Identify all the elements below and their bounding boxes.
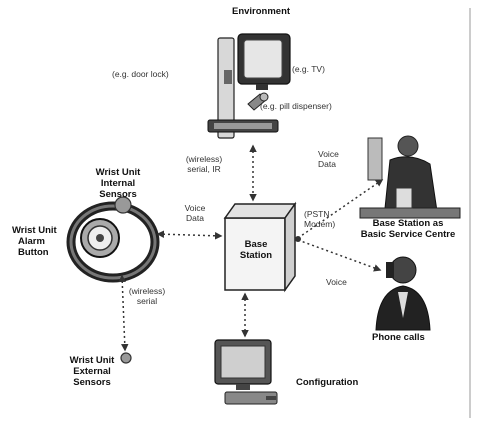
service-centre-person-illustration (359, 135, 461, 219)
label-wrist-internal-line2: Internal (100, 177, 136, 189)
label-wireless-ir-line1: (wireless) (185, 154, 223, 164)
label-pstn-modem: (PSTN Modem) (304, 209, 336, 230)
label-wrist-external-line2: External (73, 365, 111, 377)
label-voice-data-right: Voice Data (318, 149, 339, 170)
label-service-centre-line1: Base Station as (372, 218, 444, 229)
label-pstn-line1: (PSTN (304, 209, 330, 219)
label-wireless-ir-line2: serial, IR (187, 163, 221, 174)
label-service-centre-line2: Basic Service Centre (360, 228, 456, 240)
label-base-station-line2: Station (239, 249, 273, 261)
label-door-lock: (e.g. door lock) (112, 69, 169, 79)
base-station-box (223, 201, 297, 293)
label-voice: Voice (326, 277, 347, 287)
label-base-station-line1: Base (244, 239, 268, 250)
label-voice-data-left-line2: Data (186, 212, 204, 223)
label-wrist-external-sensors: Wrist Unit External Sensors (60, 355, 124, 389)
label-wrist-alarm-line2: Alarm (18, 235, 45, 247)
label-tv: (e.g. TV) (292, 64, 325, 74)
label-wrist-external-line1: Wrist Unit (69, 355, 115, 366)
phone-calls-person-illustration (375, 256, 431, 331)
label-wrist-external-line3: Sensors (73, 376, 111, 388)
modem-junction-dot (295, 236, 301, 242)
label-configuration: Configuration (296, 377, 359, 388)
connector-base-phone (297, 239, 382, 272)
connector-base-service-centre (297, 179, 384, 239)
label-wrist-alarm-button: Wrist Unit Alarm Button (12, 225, 57, 259)
label-wireless-serial-ir: (wireless) serial, IR (180, 154, 228, 175)
label-wrist-internal-line3: Sensors (99, 188, 137, 200)
label-pill-dispenser: (e.g. pill dispenser) (260, 101, 332, 111)
label-wrist-alarm-line3: Button (18, 246, 49, 258)
connectors (118, 144, 384, 352)
environment-devices-illustration (207, 33, 291, 139)
configuration-computer-illustration (214, 339, 278, 405)
label-wireless-serial-line2: serial (136, 295, 158, 306)
label-wireless-serial-line1: (wireless) (128, 286, 166, 296)
label-wrist-internal-line1: Wrist Unit (95, 167, 141, 178)
wrist-unit-illustration (66, 196, 160, 283)
label-voice-data-left: Voice Data (178, 203, 212, 224)
label-wrist-internal-sensors: Wrist Unit Internal Sensors (82, 167, 154, 201)
connector-wrist-external (118, 274, 129, 352)
label-service-centre: Base Station as Basic Service Centre (352, 218, 464, 241)
label-wireless-serial: (wireless) serial (124, 286, 170, 307)
label-voice-data-left-line1: Voice (184, 203, 206, 213)
external-sensor-dot (120, 352, 132, 364)
label-environment: Environment (232, 6, 291, 17)
connector-wrist-base (156, 230, 223, 240)
label-phone-calls: Phone calls (372, 332, 425, 343)
label-voice-data-right-line2: Data (318, 158, 336, 169)
label-voice-data-right-line1: Voice (318, 149, 339, 159)
label-base-station: Base Station (233, 239, 279, 262)
label-pstn-line2: Modem) (304, 218, 336, 229)
label-wrist-alarm-line1: Wrist Unit (12, 225, 57, 236)
